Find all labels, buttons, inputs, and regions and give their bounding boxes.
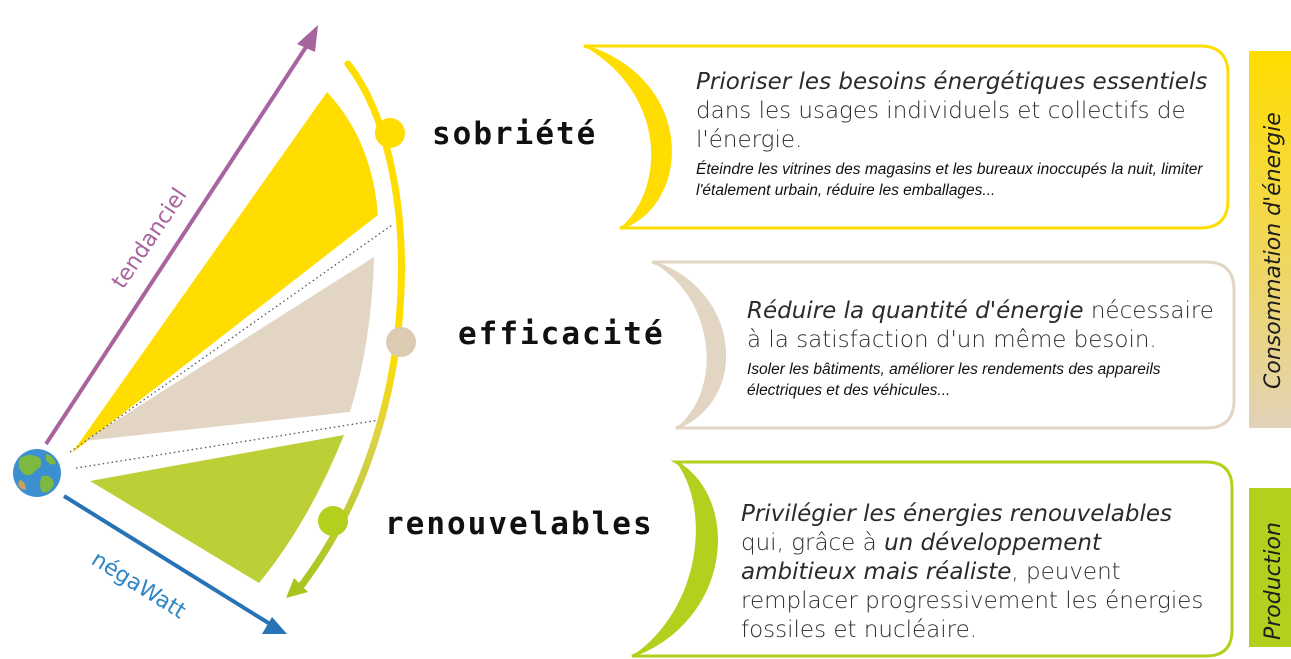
- separator-line-2: [75, 418, 387, 469]
- renewables-description-emphasis-1: Privilégier les énergies renouvelables: [741, 501, 1172, 527]
- sobriety-card-text: Prioriser les besoins énergétiques essen…: [696, 68, 1216, 201]
- efficiency-description-emphasis: Réduire la quantité d'énergie: [747, 298, 1084, 324]
- renewables-description: Privilégier les énergies renouvelables q…: [741, 500, 1216, 645]
- arc-arrowhead: [286, 578, 308, 598]
- step-label-renewables: renouvelables: [385, 506, 654, 542]
- tendanciel-arrow: [44, 42, 310, 446]
- tendanciel-arrowhead: [297, 25, 318, 52]
- renewables-description-emphasis-2: un développement ambitieux mais réaliste: [741, 530, 1102, 585]
- negawatt-label: négaWatt: [87, 547, 190, 625]
- efficiency-example: Isoler les bâtiments, améliorer les rend…: [747, 361, 1161, 399]
- step-label-efficiency: efficacité: [458, 316, 665, 352]
- efficiency-description-rest: nécessaire à la satisfaction d'un même b…: [747, 298, 1214, 353]
- sobriety-description-emphasis: Prioriser les besoins énergétiques essen…: [696, 69, 1208, 95]
- renewables-description-part-4: , peuvent remplacer progressivement les …: [741, 559, 1204, 643]
- efficiency-card-crescent: [652, 262, 725, 428]
- consumption-side-label: Consommation d'énergie: [1261, 112, 1286, 389]
- efficiency-description: Réduire la quantité d'énergie nécessaire…: [747, 297, 1217, 355]
- sobriety-example: Éteindre les vitrines des magasins et le…: [696, 161, 1203, 199]
- production-side-label: Production: [1261, 522, 1286, 640]
- efficiency-card-text: Réduire la quantité d'énergie nécessaire…: [747, 297, 1217, 401]
- renewables-wedge: [90, 435, 344, 583]
- renewables-node: [318, 506, 348, 536]
- efficiency-wedge: [84, 257, 374, 441]
- renewables-card-text: Privilégier les énergies renouvelables q…: [741, 500, 1216, 645]
- sobriety-card-crescent: [584, 46, 671, 228]
- sobriety-node: [375, 118, 405, 148]
- consumption-side-bar: [1249, 51, 1291, 428]
- negawatt-arrow: [62, 494, 272, 626]
- efficiency-node: [386, 327, 416, 357]
- sobriety-description: Prioriser les besoins énergétiques essen…: [696, 68, 1216, 155]
- renewables-description-part-2: qui, grâce à: [741, 530, 885, 556]
- sobriety-wedge: [72, 92, 378, 453]
- globe-icon: [13, 449, 61, 497]
- production-side-bar: [1249, 488, 1291, 647]
- sobriety-description-rest: dans les usages individuels et collectif…: [696, 98, 1186, 153]
- negawatt-arrowhead: [262, 617, 287, 634]
- renewables-card-crescent: [632, 462, 717, 656]
- step-label-sobriety: sobriété: [432, 116, 597, 152]
